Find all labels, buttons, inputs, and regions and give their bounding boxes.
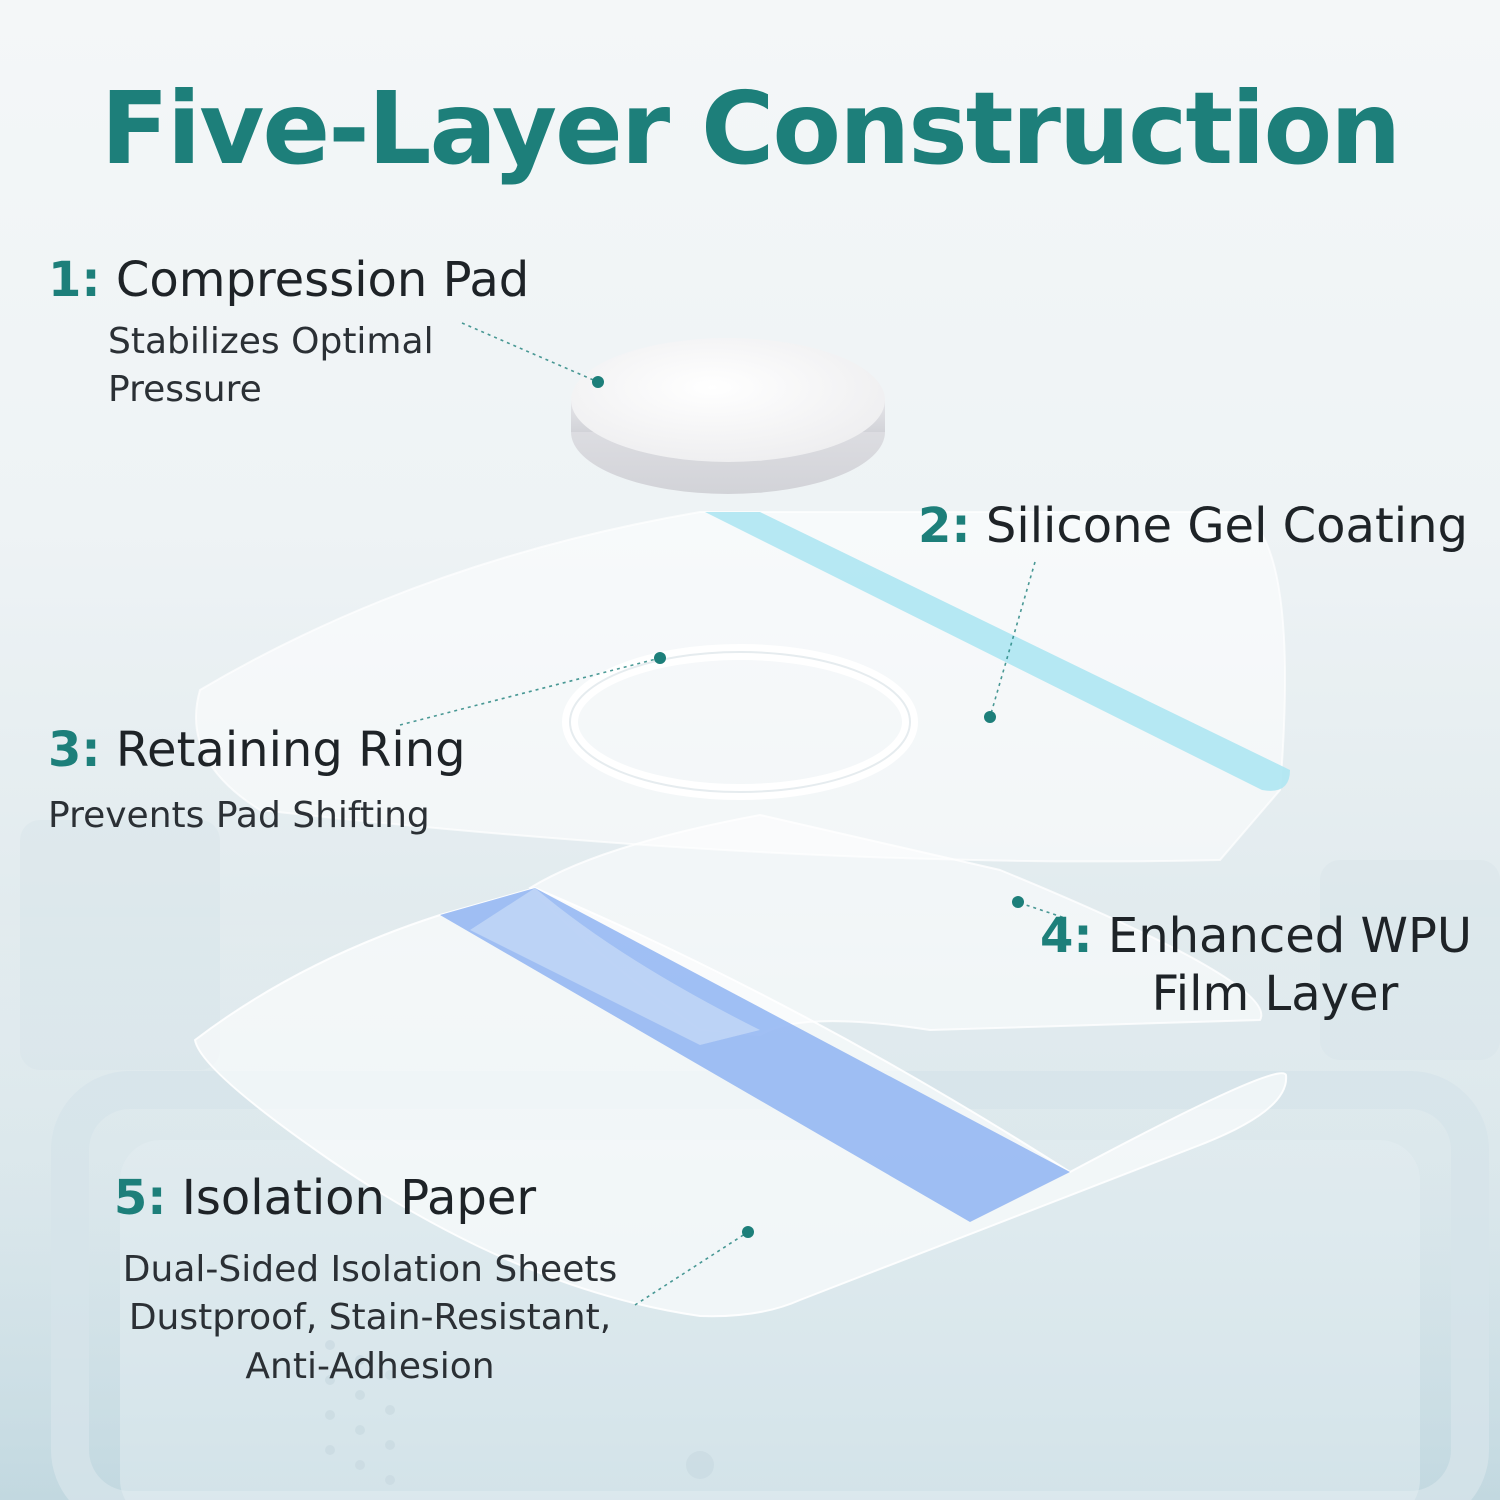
layer-description: Prevents Pad Shifting	[48, 794, 430, 836]
layer-name: Silicone Gel Coating	[985, 498, 1468, 554]
label-isolation-paper: 5: Isolation Paper Dual-Sided Isolation …	[90, 1170, 650, 1391]
callout-dots	[592, 376, 1024, 1238]
isolation-paper-sheet	[193, 886, 1288, 1318]
layer-name: Isolation Paper	[181, 1170, 537, 1226]
layer-description: Stabilizes Optimal Pressure	[108, 320, 434, 411]
layer-name: Enhanced WPU	[1107, 908, 1473, 964]
label-enhanced-wpu-film: 4: Enhanced WPU Film Layer	[1040, 908, 1473, 1023]
layer-number: 1:	[48, 252, 101, 308]
layer-name-line2: Film Layer	[1151, 965, 1399, 1022]
label-compression-pad: 1: Compression Pad Stabilizes Optimal Pr…	[48, 252, 529, 415]
label-silicone-gel-coating: 2: Silicone Gel Coating	[918, 498, 1468, 556]
layer-description: Dual-Sided Isolation Sheets Dustproof, S…	[122, 1248, 618, 1387]
layer-name: Compression Pad	[115, 252, 530, 308]
compression-pad	[571, 338, 885, 494]
callout-lines	[399, 322, 1066, 1306]
layer-number: 3:	[48, 722, 101, 778]
layer-number: 4:	[1040, 908, 1093, 964]
page-title: Five-Layer Construction	[100, 70, 1402, 187]
layer-number: 5:	[113, 1170, 167, 1226]
layer-number: 2:	[918, 498, 971, 554]
silicone-gel-sheet	[195, 511, 1290, 863]
layer-name: Retaining Ring	[115, 722, 466, 778]
retaining-ring	[562, 644, 918, 800]
label-retaining-ring: 3: Retaining Ring Prevents Pad Shifting	[48, 722, 466, 840]
